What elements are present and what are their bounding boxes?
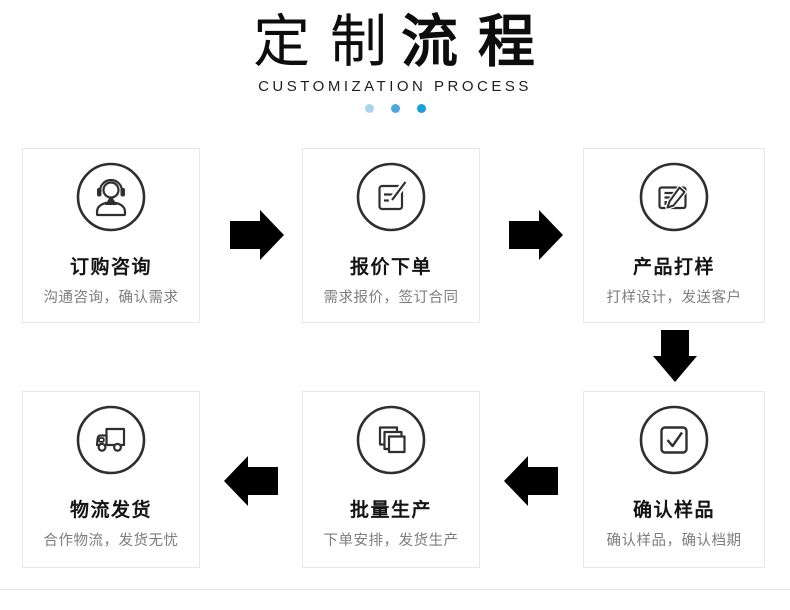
accent-dots — [0, 103, 790, 113]
page-title-light: 定 制 — [253, 10, 389, 74]
page-subtitle: CUSTOMIZATION PROCESS — [258, 77, 532, 95]
step-desc: 沟通咨询，确认需求 — [43, 290, 179, 306]
bottom-divider — [0, 589, 790, 590]
accent-dot-2 — [390, 103, 400, 113]
truck-icon — [76, 405, 146, 475]
step-title: 确认样品 — [632, 500, 715, 521]
step-card-logistics-shipping: 物流发货 合作物流，发货无忧 — [22, 391, 200, 568]
step-card-order-inquiry: 订购咨询 沟通咨询，确认需求 — [22, 148, 200, 323]
accent-dot-3 — [416, 103, 426, 113]
step-title: 报价下单 — [349, 257, 432, 278]
step-desc: 确认样品，确认档期 — [606, 533, 742, 549]
page-header: 定 制流 程 CUSTOMIZATION PROCESS — [0, 0, 790, 113]
headset-agent-icon — [76, 162, 146, 232]
step-desc: 合作物流，发货无忧 — [43, 533, 179, 549]
arrow-right-step1-to-step2-icon — [230, 210, 284, 260]
arrow-right-step2-to-step3-icon — [509, 210, 563, 260]
step-title: 物流发货 — [69, 500, 152, 521]
step-title: 批量生产 — [349, 500, 432, 521]
clipboard-pencil-icon — [639, 162, 709, 232]
step-title: 订购咨询 — [69, 257, 152, 278]
document-pen-icon — [356, 162, 426, 232]
checkbox-check-icon — [639, 405, 709, 475]
step-card-quote-order: 报价下单 需求报价，签订合同 — [302, 148, 480, 323]
step-desc: 下单安排，发货生产 — [323, 533, 459, 549]
accent-dot-1 — [364, 103, 374, 113]
arrow-left-step4-to-step5-icon — [504, 456, 558, 506]
step-title: 产品打样 — [632, 257, 715, 278]
step-card-product-sampling: 产品打样 打样设计，发送客户 — [583, 148, 765, 323]
arrow-left-step5-to-step6-icon — [224, 456, 278, 506]
step-desc: 需求报价，签订合同 — [323, 290, 459, 306]
page-title-bold: 流 程 — [401, 10, 537, 74]
step-desc: 打样设计，发送客户 — [606, 290, 742, 306]
page-title: 定 制流 程 — [0, 10, 790, 76]
step-card-batch-production: 批量生产 下单安排，发货生产 — [302, 391, 480, 568]
arrow-down-step3-to-step4-icon — [653, 330, 697, 382]
stacked-sheets-icon — [356, 405, 426, 475]
step-card-confirm-sample: 确认样品 确认样品，确认档期 — [583, 391, 765, 568]
